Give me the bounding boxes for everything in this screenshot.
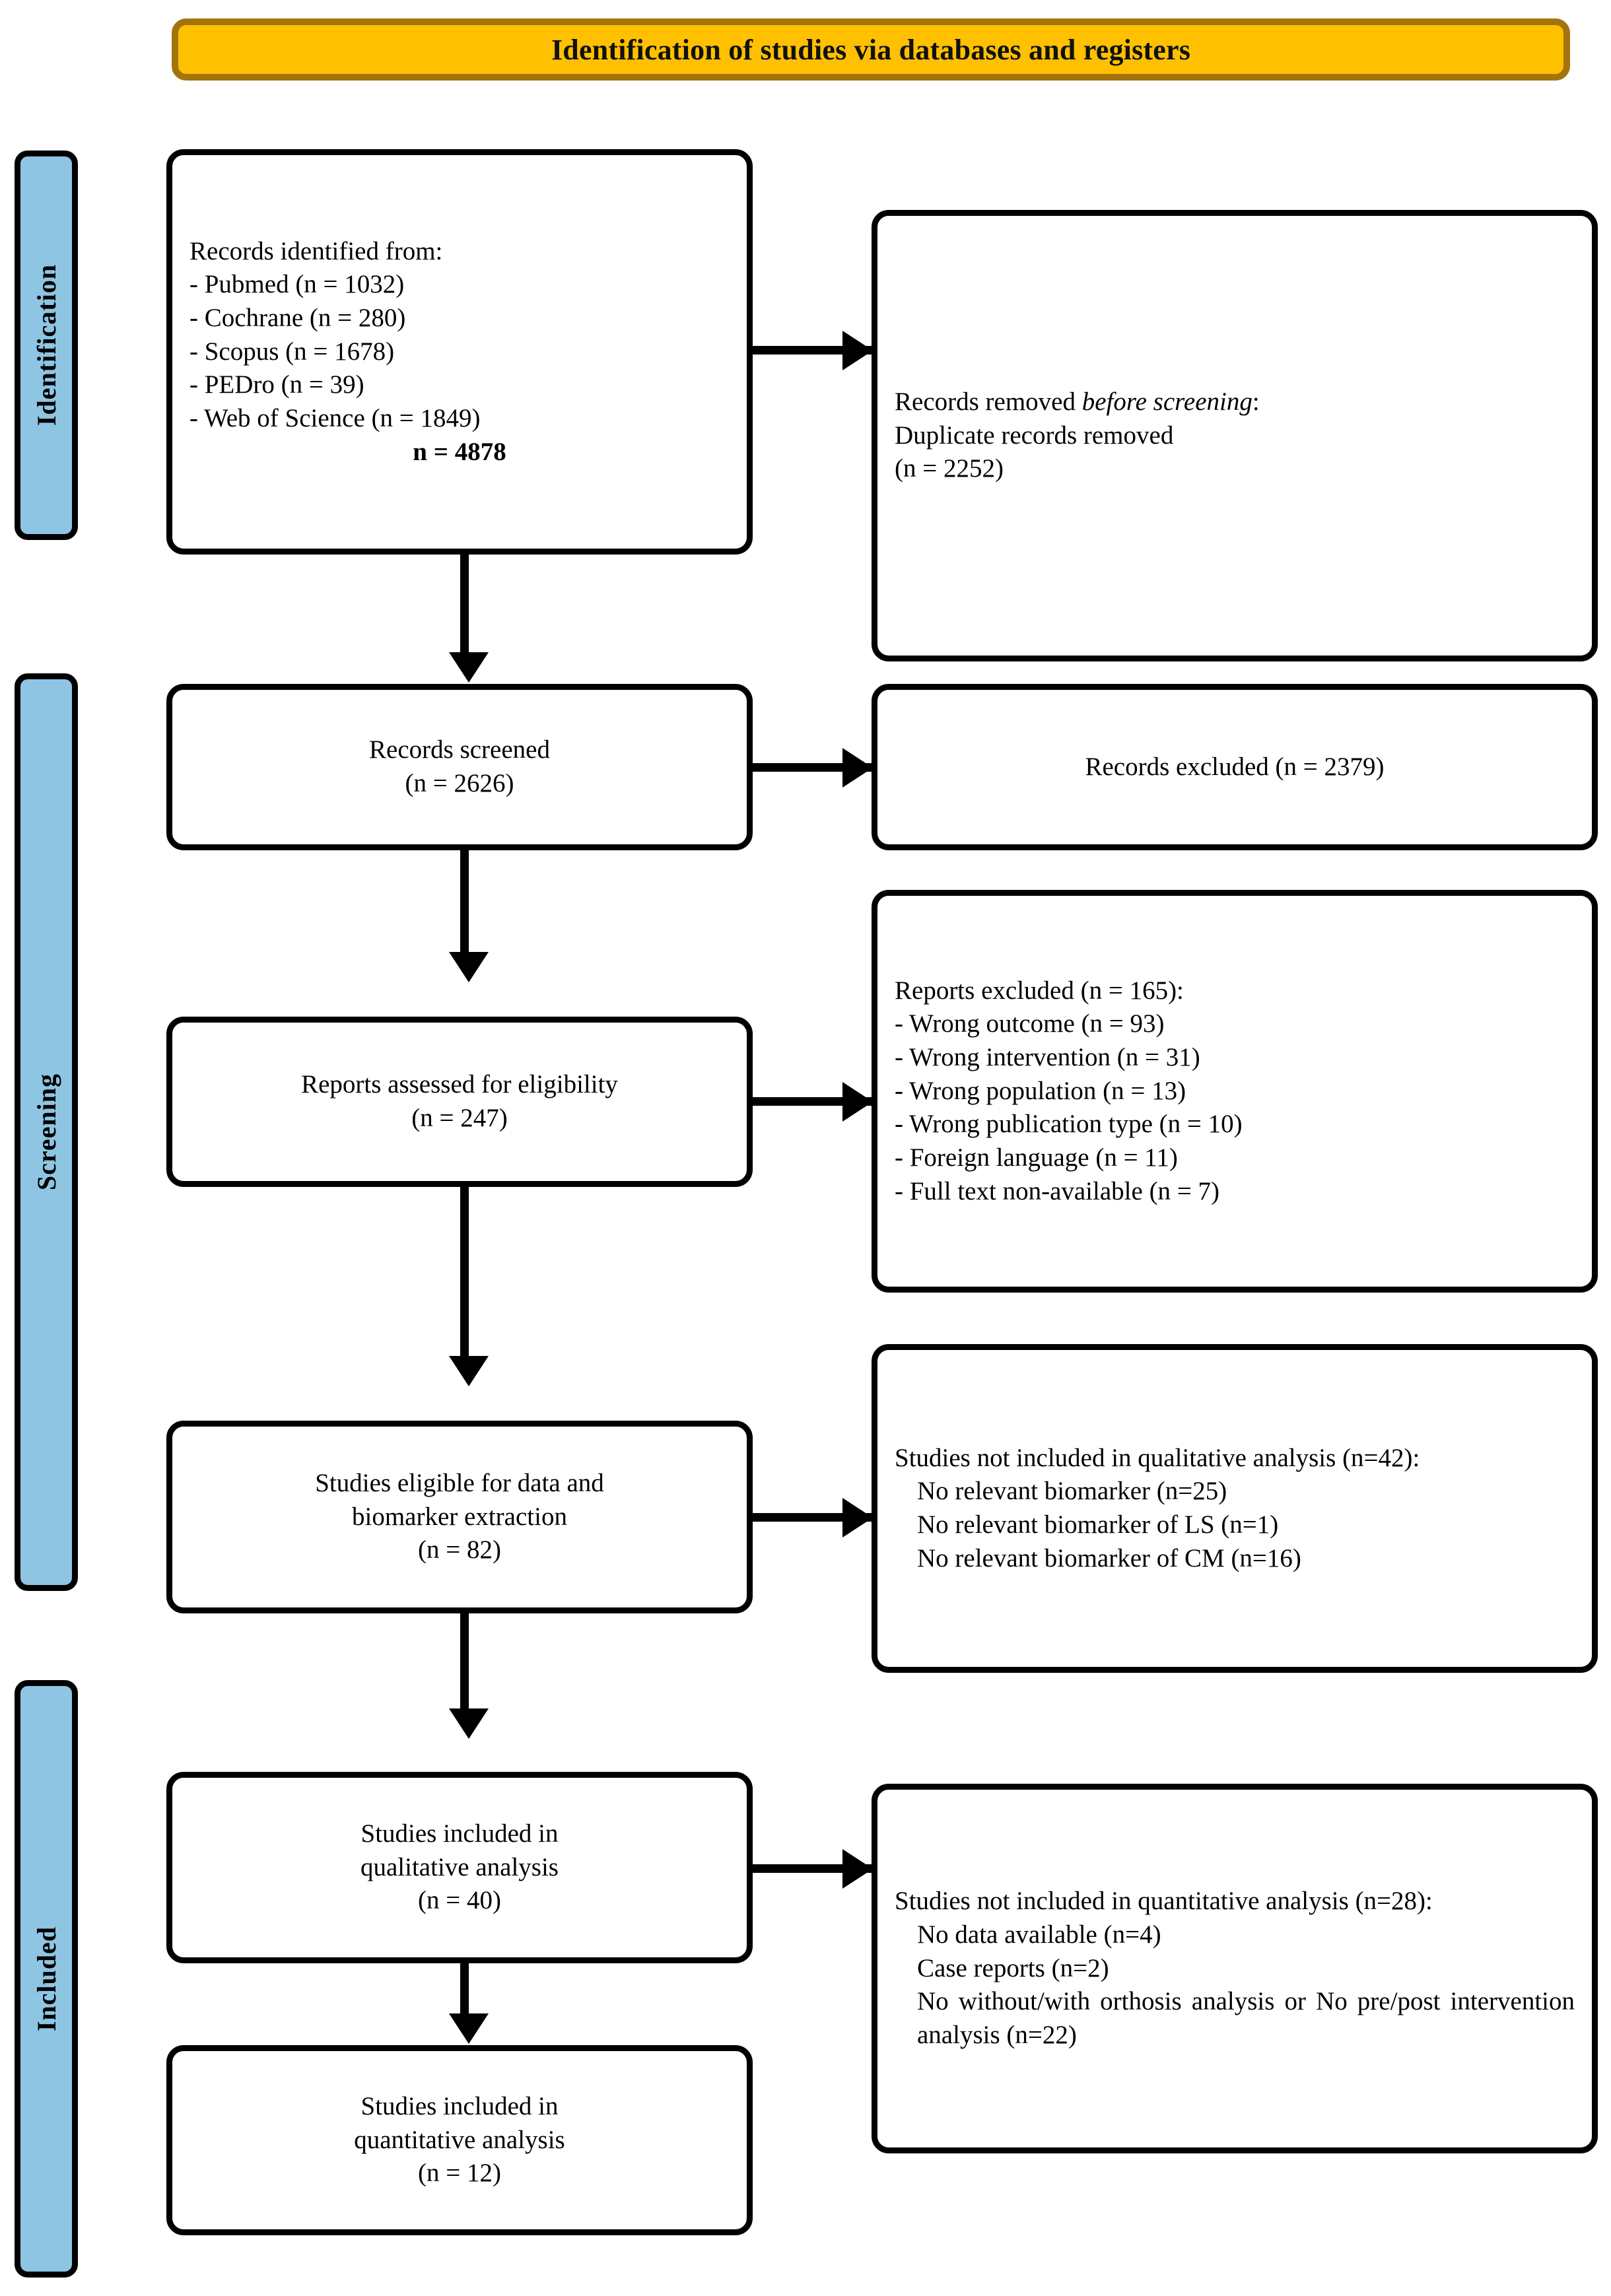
connector-line-identified-to-screened [460,555,469,654]
not-quantitative-reason: No data available (n=4) [917,1920,1161,1949]
records-identified-source: - Cochrane (n = 280) [189,303,406,332]
included-qualitative-count: (n = 40) [418,1886,501,1915]
connector-line-screened-to-eligibility [460,850,469,953]
box-records-identified: Records identified from: - Pubmed (n = 1… [166,149,753,555]
records-identified-source: - Scopus (n = 1678) [189,337,395,366]
box-reports-excluded: Reports excluded (n = 165): - Wrong outc… [872,890,1598,1293]
box-records-screened: Records screened (n = 2626) [166,684,753,850]
box-studies-not-included-quantitative: Studies not included in quantitative ana… [872,1784,1598,2153]
box-studies-not-included-qualitative: Studies not included in qualitative anal… [872,1344,1598,1673]
not-qualitative-reason: No relevant biomarker of CM (n=16) [917,1543,1301,1572]
reports-excluded-reason: - Wrong population (n = 13) [895,1076,1186,1105]
records-removed-line3: (n = 2252) [895,454,1004,483]
reports-excluded-reason: - Wrong publication type (n = 10) [895,1110,1243,1139]
records-removed-line1: Records removed before screening: [895,386,1575,419]
not-qualitative-heading: Studies not included in qualitative anal… [895,1443,1420,1472]
arrow-right-identified-to-removed [842,331,873,370]
arrow-down-screened-to-eligibility [449,952,489,982]
arrow-down-eligible-data-to-included-qualitative [449,1708,489,1739]
reports-excluded-heading: Reports excluded (n = 165): [895,976,1184,1005]
stage-label-included: Included [31,1926,61,2032]
connector-line-eligible-data-to-included-qualitative [460,1613,469,1710]
connector-line-qualitative-to-quantitative [460,1963,469,2015]
box-records-removed: Records removed before screening: Duplic… [872,210,1598,661]
reports-excluded-reason: - Full text non-available (n = 7) [895,1176,1220,1205]
box-studies-included-qualitative: Studies included in qualitative analysis… [166,1772,753,1963]
stage-band-screening: Screening [15,673,78,1591]
records-identified-source: - Web of Science (n = 1849) [189,404,481,433]
records-identified-total: n = 4878 [413,437,506,466]
box-records-excluded: Records excluded (n = 2379) [872,684,1598,850]
arrow-down-identified-to-screened [449,652,489,683]
records-removed-suffix: : [1252,387,1260,416]
diagram-title: Identification of studies via databases … [551,33,1191,66]
reports-excluded-reason: - Wrong outcome (n = 93) [895,1009,1165,1038]
reports-eligibility-count: (n = 247) [411,1104,508,1132]
arrow-right-eligibility-to-reports-excluded [842,1082,873,1122]
records-removed-italic: before screening [1081,387,1252,416]
stage-label-screening: Screening [31,1073,61,1191]
included-quantitative-count: (n = 12) [418,2159,501,2188]
not-quantitative-heading: Studies not included in quantitative ana… [895,1887,1433,1916]
diagram-header-banner: Identification of studies via databases … [172,18,1570,81]
included-quantitative-line2: quantitative analysis [354,2125,565,2154]
arrow-down-eligibility-to-eligible-data [449,1356,489,1386]
studies-eligible-line1: Studies eligible for data and [315,1468,604,1497]
connector-line-eligibility-to-eligible-data [460,1187,469,1357]
stage-band-included: Included [15,1680,78,2278]
reports-excluded-reason: - Foreign language (n = 11) [895,1143,1178,1172]
box-studies-included-quantitative: Studies included in quantitative analysi… [166,2045,753,2235]
stage-band-identification: Identification [15,151,78,540]
arrow-right-qualitative-to-not-quantitative [842,1849,873,1889]
records-removed-prefix: Records removed [895,387,1082,416]
box-studies-eligible-extraction: Studies eligible for data and biomarker … [166,1421,753,1613]
not-quantitative-reason: No without/with orthosis analysis or No … [917,1987,1575,2050]
records-removed-line2: Duplicate records removed [895,421,1174,450]
reports-excluded-reason: - Wrong intervention (n = 31) [895,1042,1200,1071]
records-screened-line1: Records screened [369,735,550,764]
included-qualitative-line2: qualitative analysis [360,1852,559,1881]
records-identified-source: - Pubmed (n = 1032) [189,270,405,299]
included-quantitative-line1: Studies included in [360,2091,559,2120]
not-qualitative-reason: No relevant biomarker (n=25) [917,1477,1227,1506]
included-qualitative-line1: Studies included in [360,1819,559,1848]
records-screened-count: (n = 2626) [405,769,514,797]
stage-label-identification: Identification [31,264,61,426]
arrow-down-qualitative-to-quantitative [449,2013,489,2044]
not-qualitative-reason: No relevant biomarker of LS (n=1) [917,1510,1279,1539]
records-identified-heading: Records identified from: [189,236,443,265]
reports-eligibility-line1: Reports assessed for eligibility [301,1070,618,1099]
studies-eligible-line2: biomarker extraction [352,1502,567,1531]
box-reports-assessed-eligibility: Reports assessed for eligibility (n = 24… [166,1017,753,1187]
arrow-right-eligible-data-to-not-qualitative [842,1498,873,1537]
records-identified-source: - PEDro (n = 39) [189,370,364,399]
not-quantitative-reason: Case reports (n=2) [917,1953,1109,1982]
arrow-right-screened-to-excluded [842,748,873,788]
studies-eligible-count: (n = 82) [418,1536,501,1565]
records-excluded-line1: Records excluded (n = 2379) [1085,752,1385,781]
